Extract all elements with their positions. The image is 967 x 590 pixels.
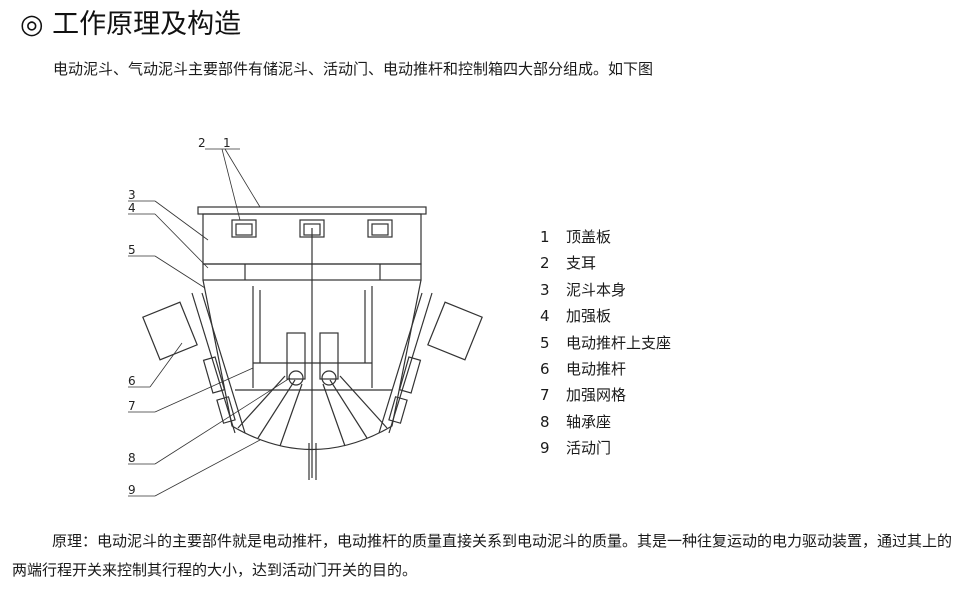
legend-label: 加强网格	[566, 386, 627, 405]
lug-left	[231, 219, 257, 238]
legend-item: 8 轴承座	[540, 409, 671, 435]
legend-number: 5	[540, 333, 550, 352]
legend-number: 6	[540, 359, 550, 378]
callout-7: 7	[128, 399, 136, 413]
legend-number: 2	[540, 254, 550, 273]
legend-item: 7 加强网格	[540, 382, 671, 408]
legend-item: 3 泥斗本身	[540, 277, 671, 303]
legend-label: 泥斗本身	[566, 280, 627, 299]
intro-text: 电动泥斗、气动泥斗主要部件有储泥斗、活动门、电动推杆和控制箱四大部分组成。如下图	[53, 60, 654, 78]
callout-8: 8	[128, 451, 136, 465]
callout-1: 1	[223, 136, 231, 150]
lug-right	[367, 219, 393, 238]
page-title: ◎ 工作原理及构造	[20, 9, 242, 40]
reinforcement-grid	[235, 375, 392, 447]
diagram-callouts: 2 1 3 4 5 6 7 8 9	[128, 136, 291, 497]
legend-label: 支耳	[566, 254, 597, 273]
legend-label: 加强板	[566, 307, 612, 326]
legend-label: 活动门	[566, 439, 612, 458]
legend-item: 9 活动门	[540, 435, 671, 461]
legend-number: 1	[540, 228, 550, 246]
legend-number: 8	[540, 412, 550, 431]
callout-9: 9	[128, 483, 136, 497]
callout-6: 6	[128, 374, 136, 388]
bearing-seats	[286, 332, 339, 386]
hopper-structure-diagram: 2 1 3 4 5 6 7 8 9	[128, 136, 483, 497]
legend-item: 4 加强板	[540, 303, 671, 329]
legend-number: 3	[540, 280, 550, 299]
callout-3: 3	[128, 188, 136, 202]
parts-legend: 1 顶盖板 2 支耳 3 泥斗本身 4 加强板 5 电动推杆上支座 6 电动推杆 7 加强网格…	[540, 224, 671, 462]
legend-number: 7	[540, 386, 550, 405]
legend-label: 电动推杆	[566, 359, 627, 378]
legend-label: 顶盖板	[566, 228, 612, 246]
legend-item: 2 支耳	[540, 250, 671, 276]
actuator-left	[142, 292, 246, 434]
legend-item: 6 电动推杆	[540, 356, 671, 382]
legend-item: 1 顶盖板	[540, 224, 671, 250]
actuator-right	[378, 292, 483, 434]
top-cover-plate	[197, 206, 427, 215]
callout-2: 2	[198, 136, 206, 150]
principle-text: 原理：电动泥斗的主要部件就是电动推杆，电动推杆的质量直接关系到电动泥斗的质量。其…	[12, 532, 953, 579]
legend-number: 4	[540, 307, 550, 326]
legend-number: 9	[540, 439, 550, 458]
legend-label: 电动推杆上支座	[566, 333, 672, 352]
legend-label: 轴承座	[566, 412, 612, 431]
callout-5: 5	[128, 243, 136, 257]
callout-4: 4	[128, 201, 136, 215]
legend-item: 5 电动推杆上支座	[540, 330, 671, 356]
principle-section: 原理：电动泥斗的主要部件就是电动推杆，电动推杆的质量直接关系到电动泥斗的质量。其…	[12, 527, 962, 585]
